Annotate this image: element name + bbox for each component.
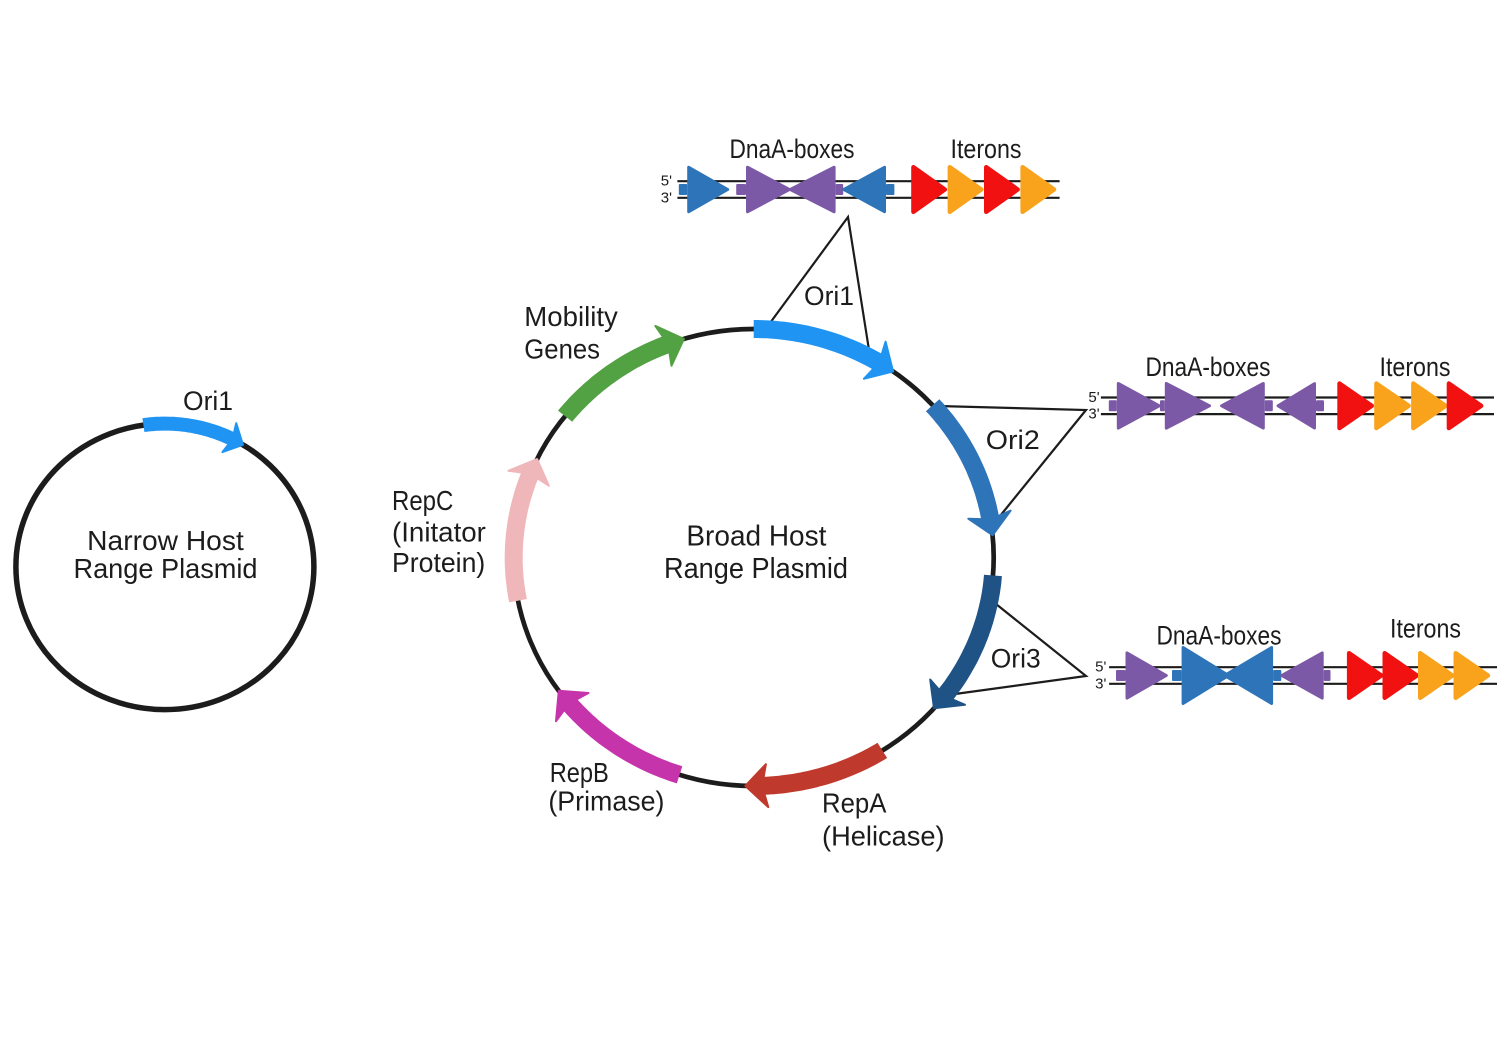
svg-text:Ori1: Ori1 bbox=[183, 386, 233, 416]
svg-text:RepC: RepC bbox=[392, 485, 453, 516]
svg-text:5': 5' bbox=[661, 173, 672, 190]
svg-text:3': 3' bbox=[661, 189, 672, 206]
svg-text:DnaA-boxes: DnaA-boxes bbox=[730, 134, 855, 164]
svg-text:(Helicase): (Helicase) bbox=[822, 821, 945, 852]
svg-text:3': 3' bbox=[1088, 406, 1099, 423]
svg-text:RepA: RepA bbox=[822, 788, 887, 819]
svg-text:Narrow Host: Narrow Host bbox=[87, 525, 244, 556]
svg-text:Iterons: Iterons bbox=[1390, 614, 1461, 644]
svg-text:RepB: RepB bbox=[550, 757, 609, 788]
svg-text:Ori1: Ori1 bbox=[804, 281, 854, 311]
svg-text:5': 5' bbox=[1095, 659, 1106, 676]
svg-text:DnaA-boxes: DnaA-boxes bbox=[1157, 621, 1282, 651]
svg-text:(Initator: (Initator bbox=[392, 517, 486, 548]
svg-text:Protein): Protein) bbox=[392, 547, 485, 578]
svg-text:Mobility: Mobility bbox=[524, 301, 618, 332]
svg-text:DnaA-boxes: DnaA-boxes bbox=[1146, 352, 1271, 382]
svg-text:3': 3' bbox=[1095, 675, 1106, 692]
svg-text:Ori2: Ori2 bbox=[986, 425, 1040, 455]
svg-text:5': 5' bbox=[1088, 389, 1099, 406]
svg-text:Broad Host: Broad Host bbox=[686, 521, 826, 553]
svg-text:Range Plasmid: Range Plasmid bbox=[74, 553, 258, 584]
svg-text:Range Plasmid: Range Plasmid bbox=[664, 553, 848, 585]
svg-text:Iterons: Iterons bbox=[1380, 352, 1451, 382]
svg-text:Ori3: Ori3 bbox=[991, 644, 1041, 674]
svg-text:(Primase): (Primase) bbox=[548, 785, 664, 816]
svg-text:Iterons: Iterons bbox=[951, 134, 1022, 164]
svg-text:Genes: Genes bbox=[524, 333, 600, 364]
